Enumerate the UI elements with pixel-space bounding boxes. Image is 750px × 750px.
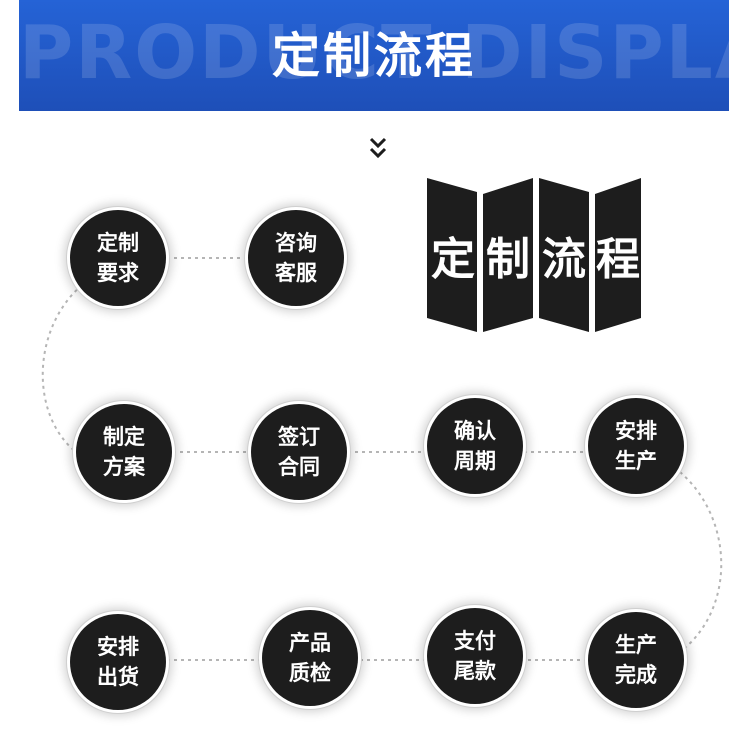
process-logo: 定 制 流 程 xyxy=(427,178,641,332)
step-label: 安排出货 xyxy=(97,635,139,689)
step-label: 生产完成 xyxy=(615,633,657,687)
step-sign-contract: 签订合同 xyxy=(251,404,347,500)
logo-char-4: 程 xyxy=(596,234,640,285)
step-arrange-shipment: 安排出货 xyxy=(70,614,166,710)
step-label: 安排生产 xyxy=(615,419,657,473)
logo-char-3: 流 xyxy=(542,234,586,285)
step-arrange-production: 安排生产 xyxy=(588,398,684,494)
step-custom-requirements: 定制要求 xyxy=(70,210,166,306)
banner-background-text: PRODUCT DISPLAY xyxy=(19,10,729,96)
step-label: 咨询客服 xyxy=(275,231,317,285)
connector-1-3 xyxy=(41,284,83,456)
step-make-plan: 制定方案 xyxy=(76,404,172,500)
step-label: 支付尾款 xyxy=(454,629,496,683)
banner-title: 定制流程 xyxy=(271,28,476,84)
header-banner: PRODUCT DISPLAY 定制流程 xyxy=(19,0,729,111)
logo-char-1: 定 xyxy=(431,234,475,285)
connector-6-7 xyxy=(679,471,723,653)
step-production-complete: 生产完成 xyxy=(588,612,684,708)
logo-char-2: 制 xyxy=(486,234,530,285)
step-label: 确认周期 xyxy=(454,419,496,473)
step-quality-check: 产品质检 xyxy=(262,610,358,706)
step-label: 制定方案 xyxy=(103,425,145,479)
step-pay-balance: 支付尾款 xyxy=(427,608,523,704)
step-label: 签订合同 xyxy=(278,425,320,479)
step-confirm-period: 确认周期 xyxy=(427,398,523,494)
double-chevron-down-icon xyxy=(369,137,387,159)
step-label: 定制要求 xyxy=(97,231,139,285)
step-label: 产品质检 xyxy=(289,631,331,685)
step-consult-service: 咨询客服 xyxy=(248,210,344,306)
